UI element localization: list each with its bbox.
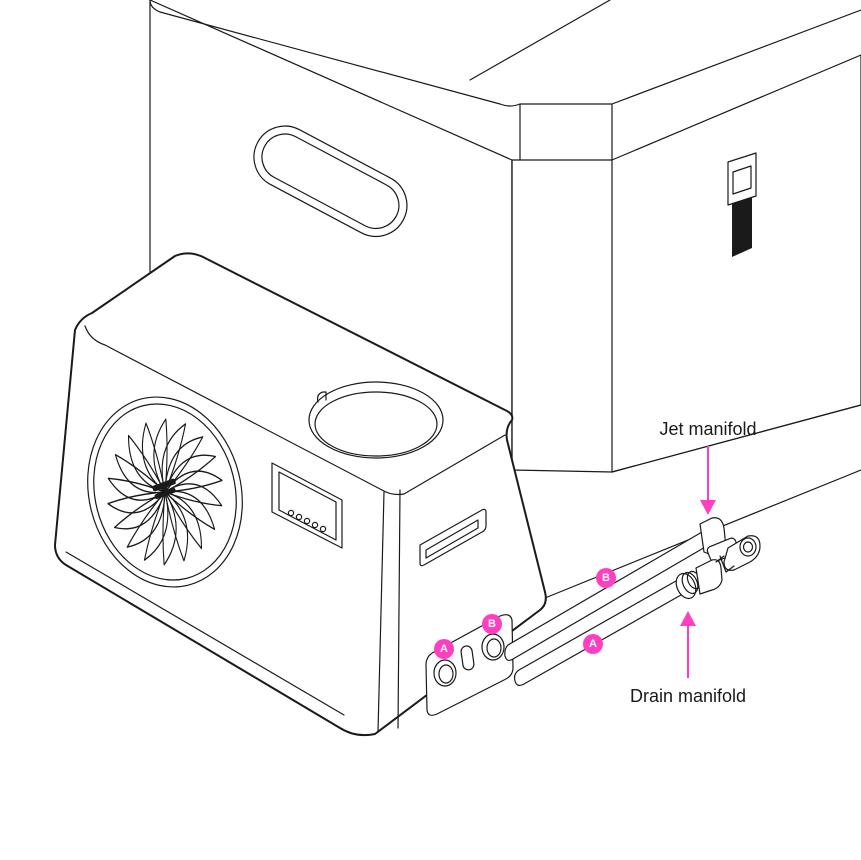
fan-blade	[164, 490, 216, 531]
svg-text:B: B	[488, 618, 496, 630]
fan-blade	[164, 483, 223, 507]
jet-manifold-fitting	[699, 517, 761, 573]
control-button[interactable]	[295, 513, 303, 521]
tub-handle	[253, 125, 408, 238]
svg-text:A: A	[440, 643, 448, 655]
fan-blade	[141, 422, 166, 493]
control-button[interactable]	[311, 521, 319, 529]
svg-text:A: A	[589, 638, 597, 650]
control-button[interactable]	[319, 525, 327, 533]
fan-blade	[153, 418, 168, 493]
arrow-up-icon	[680, 611, 696, 626]
fan-petals	[107, 418, 223, 566]
top-cap	[308, 381, 444, 459]
badge-port-b: B	[482, 614, 502, 634]
fan-blade	[161, 423, 187, 493]
fan-blade	[126, 491, 166, 548]
badge-hose-a: A	[583, 634, 603, 654]
fan-blade	[107, 491, 166, 514]
heat-pump-unit	[54, 252, 547, 737]
arrow-down-icon	[700, 500, 716, 515]
cover-strap	[727, 152, 757, 257]
fan-blade	[113, 491, 166, 530]
badge-hose-b: B	[596, 568, 616, 588]
side-handle	[419, 508, 487, 567]
fan-blade	[114, 453, 166, 494]
fan-blade	[164, 491, 189, 562]
brand-logo-icon	[152, 478, 176, 492]
connection-plate	[425, 614, 514, 716]
fan-blade	[164, 436, 204, 493]
drain-manifold-label: Drain manifold	[630, 686, 746, 706]
control-panel	[271, 462, 343, 549]
control-button[interactable]	[287, 509, 295, 517]
fan-blade	[164, 470, 223, 493]
svg-text:B: B	[602, 572, 610, 584]
fan-blade	[143, 491, 169, 561]
tub	[149, 0, 861, 601]
fan-blade	[162, 491, 177, 566]
jet-manifold-label: Jet manifold	[659, 419, 756, 439]
control-button[interactable]	[303, 517, 311, 525]
port-a[interactable]	[433, 659, 457, 687]
drain-manifold-callout: Drain manifold	[630, 611, 746, 706]
fan-blade	[164, 491, 203, 550]
port-b[interactable]	[481, 633, 505, 661]
fan-grille	[87, 396, 243, 588]
fan-blade	[127, 434, 166, 493]
fan-blade	[107, 477, 166, 501]
fan-blade	[164, 454, 217, 493]
badge-port-a: A	[434, 639, 454, 659]
jet-manifold-callout: Jet manifold	[659, 419, 757, 515]
drain-manifold-fitting	[675, 555, 725, 600]
